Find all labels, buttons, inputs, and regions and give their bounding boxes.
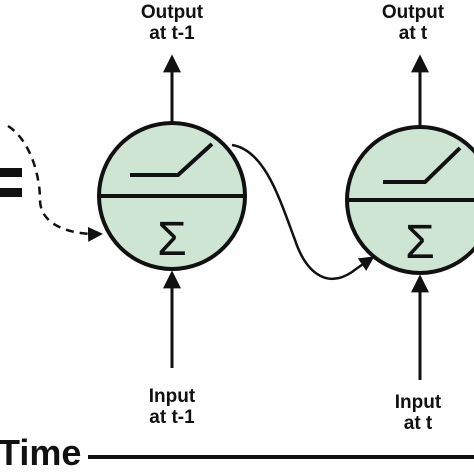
recurrent-input-arrow-dashed xyxy=(7,124,103,242)
activation-ramp-icon xyxy=(383,146,462,184)
output-label-t: Output at t xyxy=(381,2,445,44)
neuron-t: Σ xyxy=(345,125,474,275)
output-label-t-minus-1: Output at t-1 xyxy=(140,2,204,44)
neuron-t-minus-1: Σ xyxy=(97,121,247,271)
input-label-t: Input at t xyxy=(394,392,442,434)
input-label-t-minus-1: Input at t-1 xyxy=(148,386,196,428)
equals-sign xyxy=(0,168,22,197)
sum-icon: Σ xyxy=(157,213,187,266)
time-label: Time xyxy=(0,432,82,473)
recurrent-connection-arrow xyxy=(231,143,375,280)
activation-ramp-icon xyxy=(130,142,214,177)
sum-icon: Σ xyxy=(405,216,435,269)
